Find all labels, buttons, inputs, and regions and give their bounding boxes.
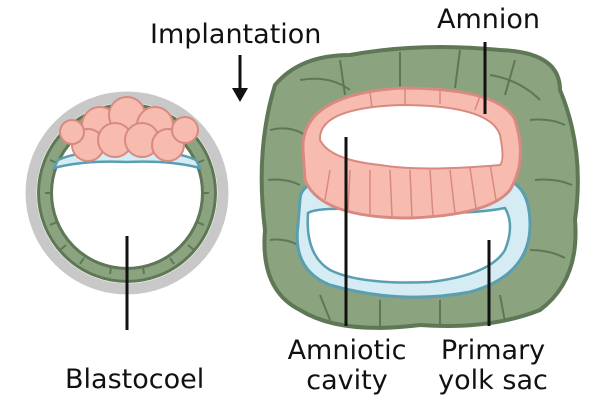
inner-cell-mass	[59, 96, 199, 162]
trophoblast-cell-walls-right	[267, 49, 573, 330]
label-blastocoel: Blastocoel	[65, 364, 205, 395]
label-implantation: Implantation	[150, 19, 322, 50]
label-primary-yolk-sac: Primary yolk sac	[428, 336, 558, 396]
implanted-embryo	[259, 44, 580, 330]
label-amnion: Amnion	[437, 4, 541, 35]
label-amniotic-cavity-line1: Amniotic	[287, 335, 407, 366]
label-amniotic-cavity-line2: cavity	[306, 365, 388, 396]
implantation-arrow	[232, 55, 248, 102]
label-yolk-sac-line1: Primary	[440, 335, 546, 366]
label-amniotic-cavity: Amniotic cavity	[282, 336, 412, 396]
amnion-cell-walls	[324, 88, 497, 218]
amniotic-cavity	[318, 103, 504, 170]
label-yolk-sac-line2: yolk sac	[438, 365, 548, 396]
